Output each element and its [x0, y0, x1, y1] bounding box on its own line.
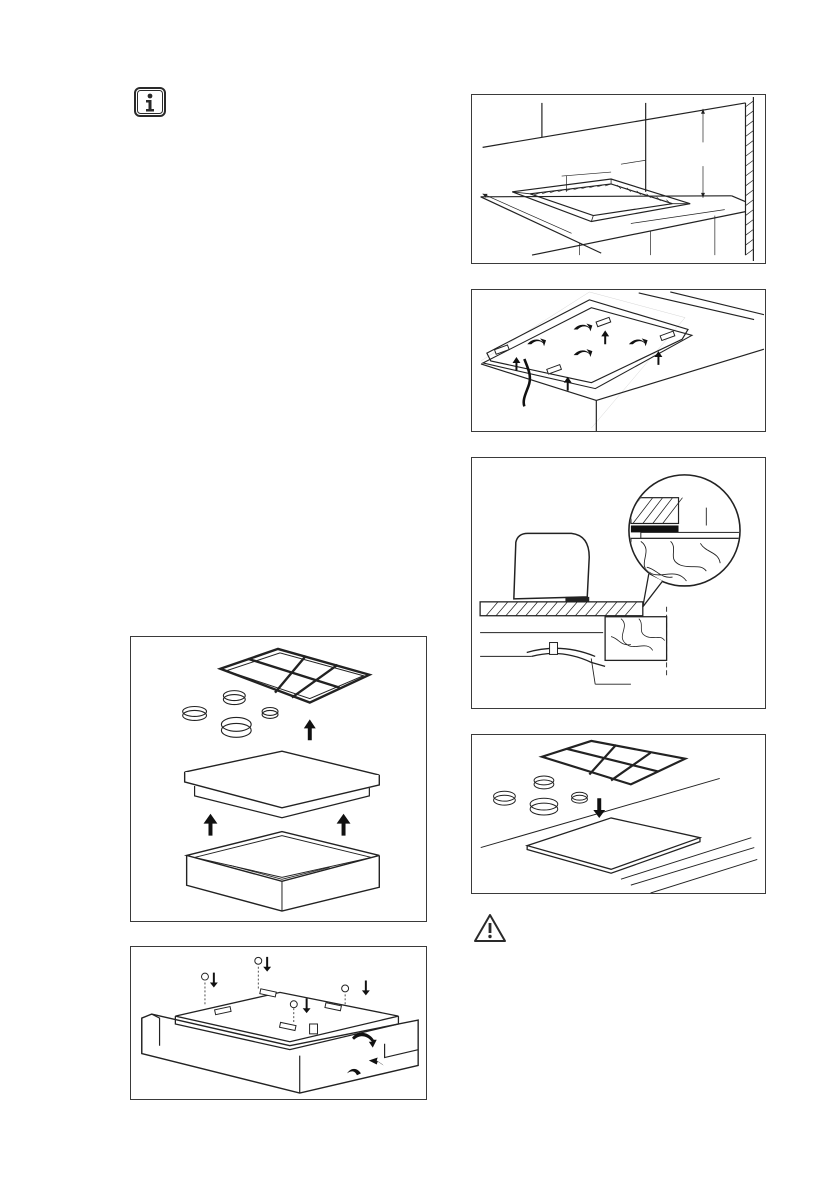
gasket-cross-section-figure — [471, 457, 766, 709]
hob-box-assembly-figure — [130, 636, 427, 922]
warning-triangle-icon — [473, 912, 507, 944]
cutout-dimensions-figure — [471, 94, 766, 264]
seal-strip-figure — [471, 289, 766, 432]
box-screw-fixing-figure — [130, 946, 427, 1100]
info-icon — [133, 86, 167, 118]
place-hob-figure — [471, 734, 766, 894]
